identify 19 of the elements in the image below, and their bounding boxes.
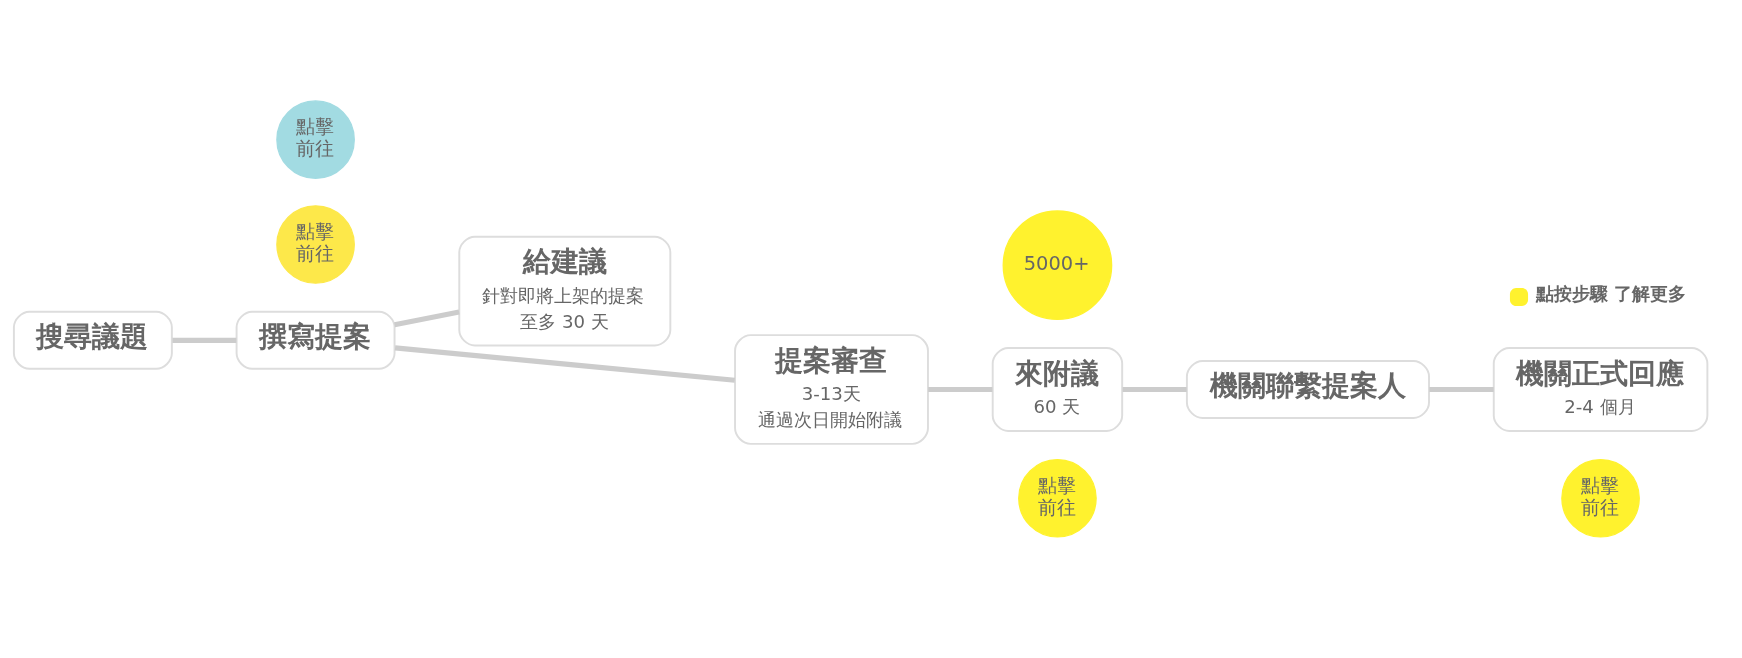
node-box: 提案審查 3-13天 通過次日開始附議 bbox=[734, 333, 929, 445]
connector bbox=[928, 386, 993, 392]
node-box: 搜尋議題 bbox=[12, 310, 173, 370]
node-circle: 點擊前往 bbox=[1561, 458, 1640, 538]
node-box: 給建議 針對即將上架的提案 至多 30 天 bbox=[458, 235, 672, 346]
node-box: 機關正式回應 2-4 個月 bbox=[1492, 346, 1709, 432]
connector bbox=[1122, 386, 1187, 392]
node-box: 來附議 60 天 bbox=[991, 346, 1124, 432]
node-circle: 5000+ bbox=[1002, 209, 1113, 320]
connector bbox=[394, 308, 460, 327]
node-circle: 點擊前往 bbox=[276, 204, 355, 284]
node-circle: 點擊前往 bbox=[276, 99, 355, 179]
legend-label: 點按步驟 了解更多 bbox=[1535, 282, 1687, 304]
connector bbox=[172, 337, 237, 343]
connector bbox=[1429, 386, 1494, 392]
connector bbox=[394, 344, 736, 383]
node-circle: 點擊前往 bbox=[1018, 458, 1097, 538]
node-box: 撰寫提案 bbox=[235, 310, 396, 370]
node-box: 機關聯繫提案人 bbox=[1185, 359, 1430, 419]
